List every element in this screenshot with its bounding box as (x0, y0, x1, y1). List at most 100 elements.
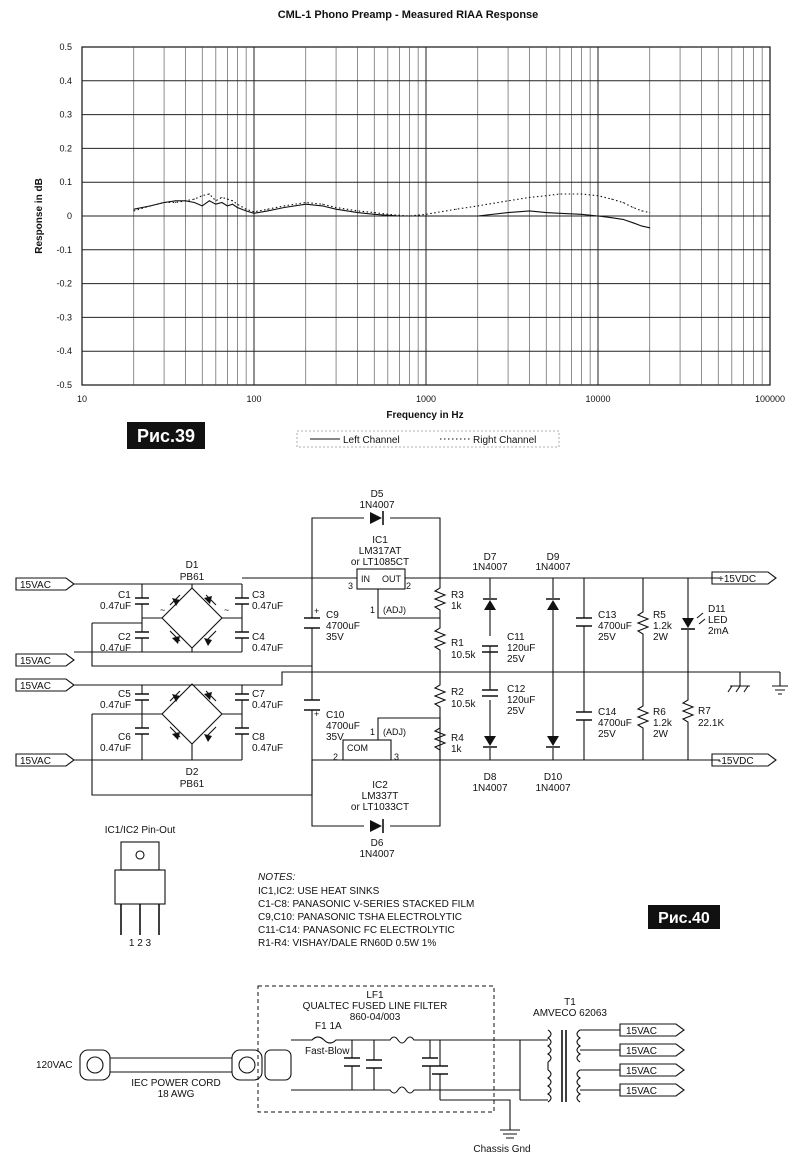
data-point (321, 205, 323, 207)
data-point (305, 201, 307, 203)
svg-text:+15VDC: +15VDC (718, 574, 756, 585)
data-point (245, 210, 247, 212)
svg-text:1N4007: 1N4007 (472, 783, 507, 794)
svg-text:0.47uF: 0.47uF (252, 700, 283, 711)
svg-text:C6: C6 (118, 732, 131, 743)
data-point (611, 198, 613, 200)
data-point (201, 195, 203, 197)
chart-x-label: Frequency in Hz (386, 410, 463, 421)
svg-text:C3: C3 (252, 590, 265, 601)
data-point (507, 200, 509, 202)
data-point (226, 205, 228, 207)
ac-input-tag-4: 15VAC (15, 753, 75, 767)
svg-text:IC2: IC2 (372, 780, 388, 791)
svg-text:Chassis Gnd: Chassis Gnd (473, 1144, 530, 1155)
data-point (559, 212, 561, 214)
svg-text:OUT: OUT (382, 574, 402, 584)
svg-text:2mA: 2mA (708, 626, 729, 637)
data-point (305, 203, 307, 205)
svg-text:10.5k: 10.5k (451, 650, 476, 661)
y-tick-label: 0.1 (59, 177, 72, 187)
svg-text:120VAC: 120VAC (36, 1060, 73, 1071)
figure-39-badge: Pис.39 (127, 422, 205, 449)
data-point (175, 201, 177, 203)
svg-text:C1: C1 (118, 590, 131, 601)
x-tick-label: 10 (77, 394, 87, 404)
svg-text:1.2k: 1.2k (653, 621, 673, 632)
svg-text:1k: 1k (451, 601, 463, 612)
svg-text:IC1: IC1 (372, 535, 388, 546)
bridge-rectifier-d1: D1 PB61 ~ ~ (160, 560, 229, 649)
data-point (283, 205, 285, 207)
svg-text:C14: C14 (598, 707, 617, 718)
x-tick-label: 100 (246, 394, 261, 404)
riaa-response-chart: CML-1 Phono Preamp - Measured RIAA Respo… (34, 9, 785, 449)
svg-text:15VAC: 15VAC (20, 756, 51, 767)
svg-text:120uF: 120uF (507, 695, 535, 706)
svg-text:R1: R1 (451, 638, 464, 649)
svg-text:2W: 2W (653, 632, 669, 643)
regulator-ic2: COM 1 (ADJ) 2 3 IC2 LM337T or LT1033CT (333, 727, 409, 813)
svg-text:15VAC: 15VAC (20, 681, 51, 692)
data-point (373, 212, 375, 214)
svg-text:25V: 25V (598, 729, 616, 740)
svg-text:T1: T1 (564, 997, 576, 1008)
y-tick-label: 0.5 (59, 42, 72, 52)
svg-text:1N4007: 1N4007 (535, 783, 570, 794)
mains-input-schematic: LF1 QUALTEC FUSED LINE FILTER 860-04/003… (36, 985, 685, 1155)
svg-text:LM337T: LM337T (362, 791, 399, 802)
svg-text:25V: 25V (598, 632, 616, 643)
svg-text:C13: C13 (598, 610, 617, 621)
svg-text:PB61: PB61 (180, 779, 205, 790)
data-point (649, 227, 651, 229)
y-tick-label: 0.4 (59, 76, 72, 86)
svg-text:Fast-Blow: Fast-Blow (305, 1046, 350, 1057)
svg-text:LM317AT: LM317AT (359, 546, 402, 557)
y-tick-label: -0.5 (56, 380, 72, 390)
chart-series (133, 193, 651, 229)
data-point (425, 215, 427, 217)
svg-text:C7: C7 (252, 689, 265, 700)
data-point (232, 200, 234, 202)
svg-text:0.47uF: 0.47uF (100, 601, 131, 612)
svg-text:1N4007: 1N4007 (359, 849, 394, 860)
svg-text:D11: D11 (708, 604, 726, 615)
svg-text:C5: C5 (118, 689, 131, 700)
svg-text:D1: D1 (186, 560, 199, 571)
data-point (245, 208, 247, 210)
mains-output-tag-3: 15VAC (619, 1063, 685, 1077)
svg-text:1: 1 (370, 605, 375, 615)
data-point (335, 208, 337, 210)
data-point (175, 200, 177, 202)
data-point (149, 205, 151, 207)
data-point (545, 195, 547, 197)
data-point (185, 200, 187, 202)
svg-text:C9: C9 (326, 610, 339, 621)
data-point (221, 196, 223, 198)
svg-text:-15VDC: -15VDC (718, 756, 754, 767)
chart-y-ticks: 0.50.40.30.20.10-0.1-0.2-0.3-0.4-0.5 (56, 42, 72, 390)
svg-text:35V: 35V (326, 732, 344, 743)
data-point (357, 210, 359, 212)
data-point (580, 193, 582, 195)
svg-text:IN: IN (361, 574, 370, 584)
data-point (529, 210, 531, 212)
svg-text:2: 2 (406, 581, 411, 591)
svg-text:IEC POWER CORD: IEC POWER CORD (131, 1078, 220, 1089)
data-point (641, 225, 643, 227)
mains-plug-icon (79, 1049, 292, 1081)
svg-text:+: + (314, 606, 319, 616)
svg-text:25V: 25V (507, 706, 525, 717)
data-point (208, 193, 210, 195)
svg-text:18 AWG: 18 AWG (158, 1089, 195, 1100)
x-tick-label: 10000 (585, 394, 610, 404)
svg-text:~: ~ (224, 605, 229, 615)
svg-text:0.47uF: 0.47uF (100, 643, 131, 654)
data-point (215, 203, 217, 205)
y-tick-label: 0.2 (59, 143, 72, 153)
svg-text:LF1: LF1 (366, 990, 384, 1001)
svg-text:(ADJ): (ADJ) (383, 605, 406, 615)
figure-40-badge: Pис.40 (648, 905, 720, 929)
data-point (232, 203, 234, 205)
